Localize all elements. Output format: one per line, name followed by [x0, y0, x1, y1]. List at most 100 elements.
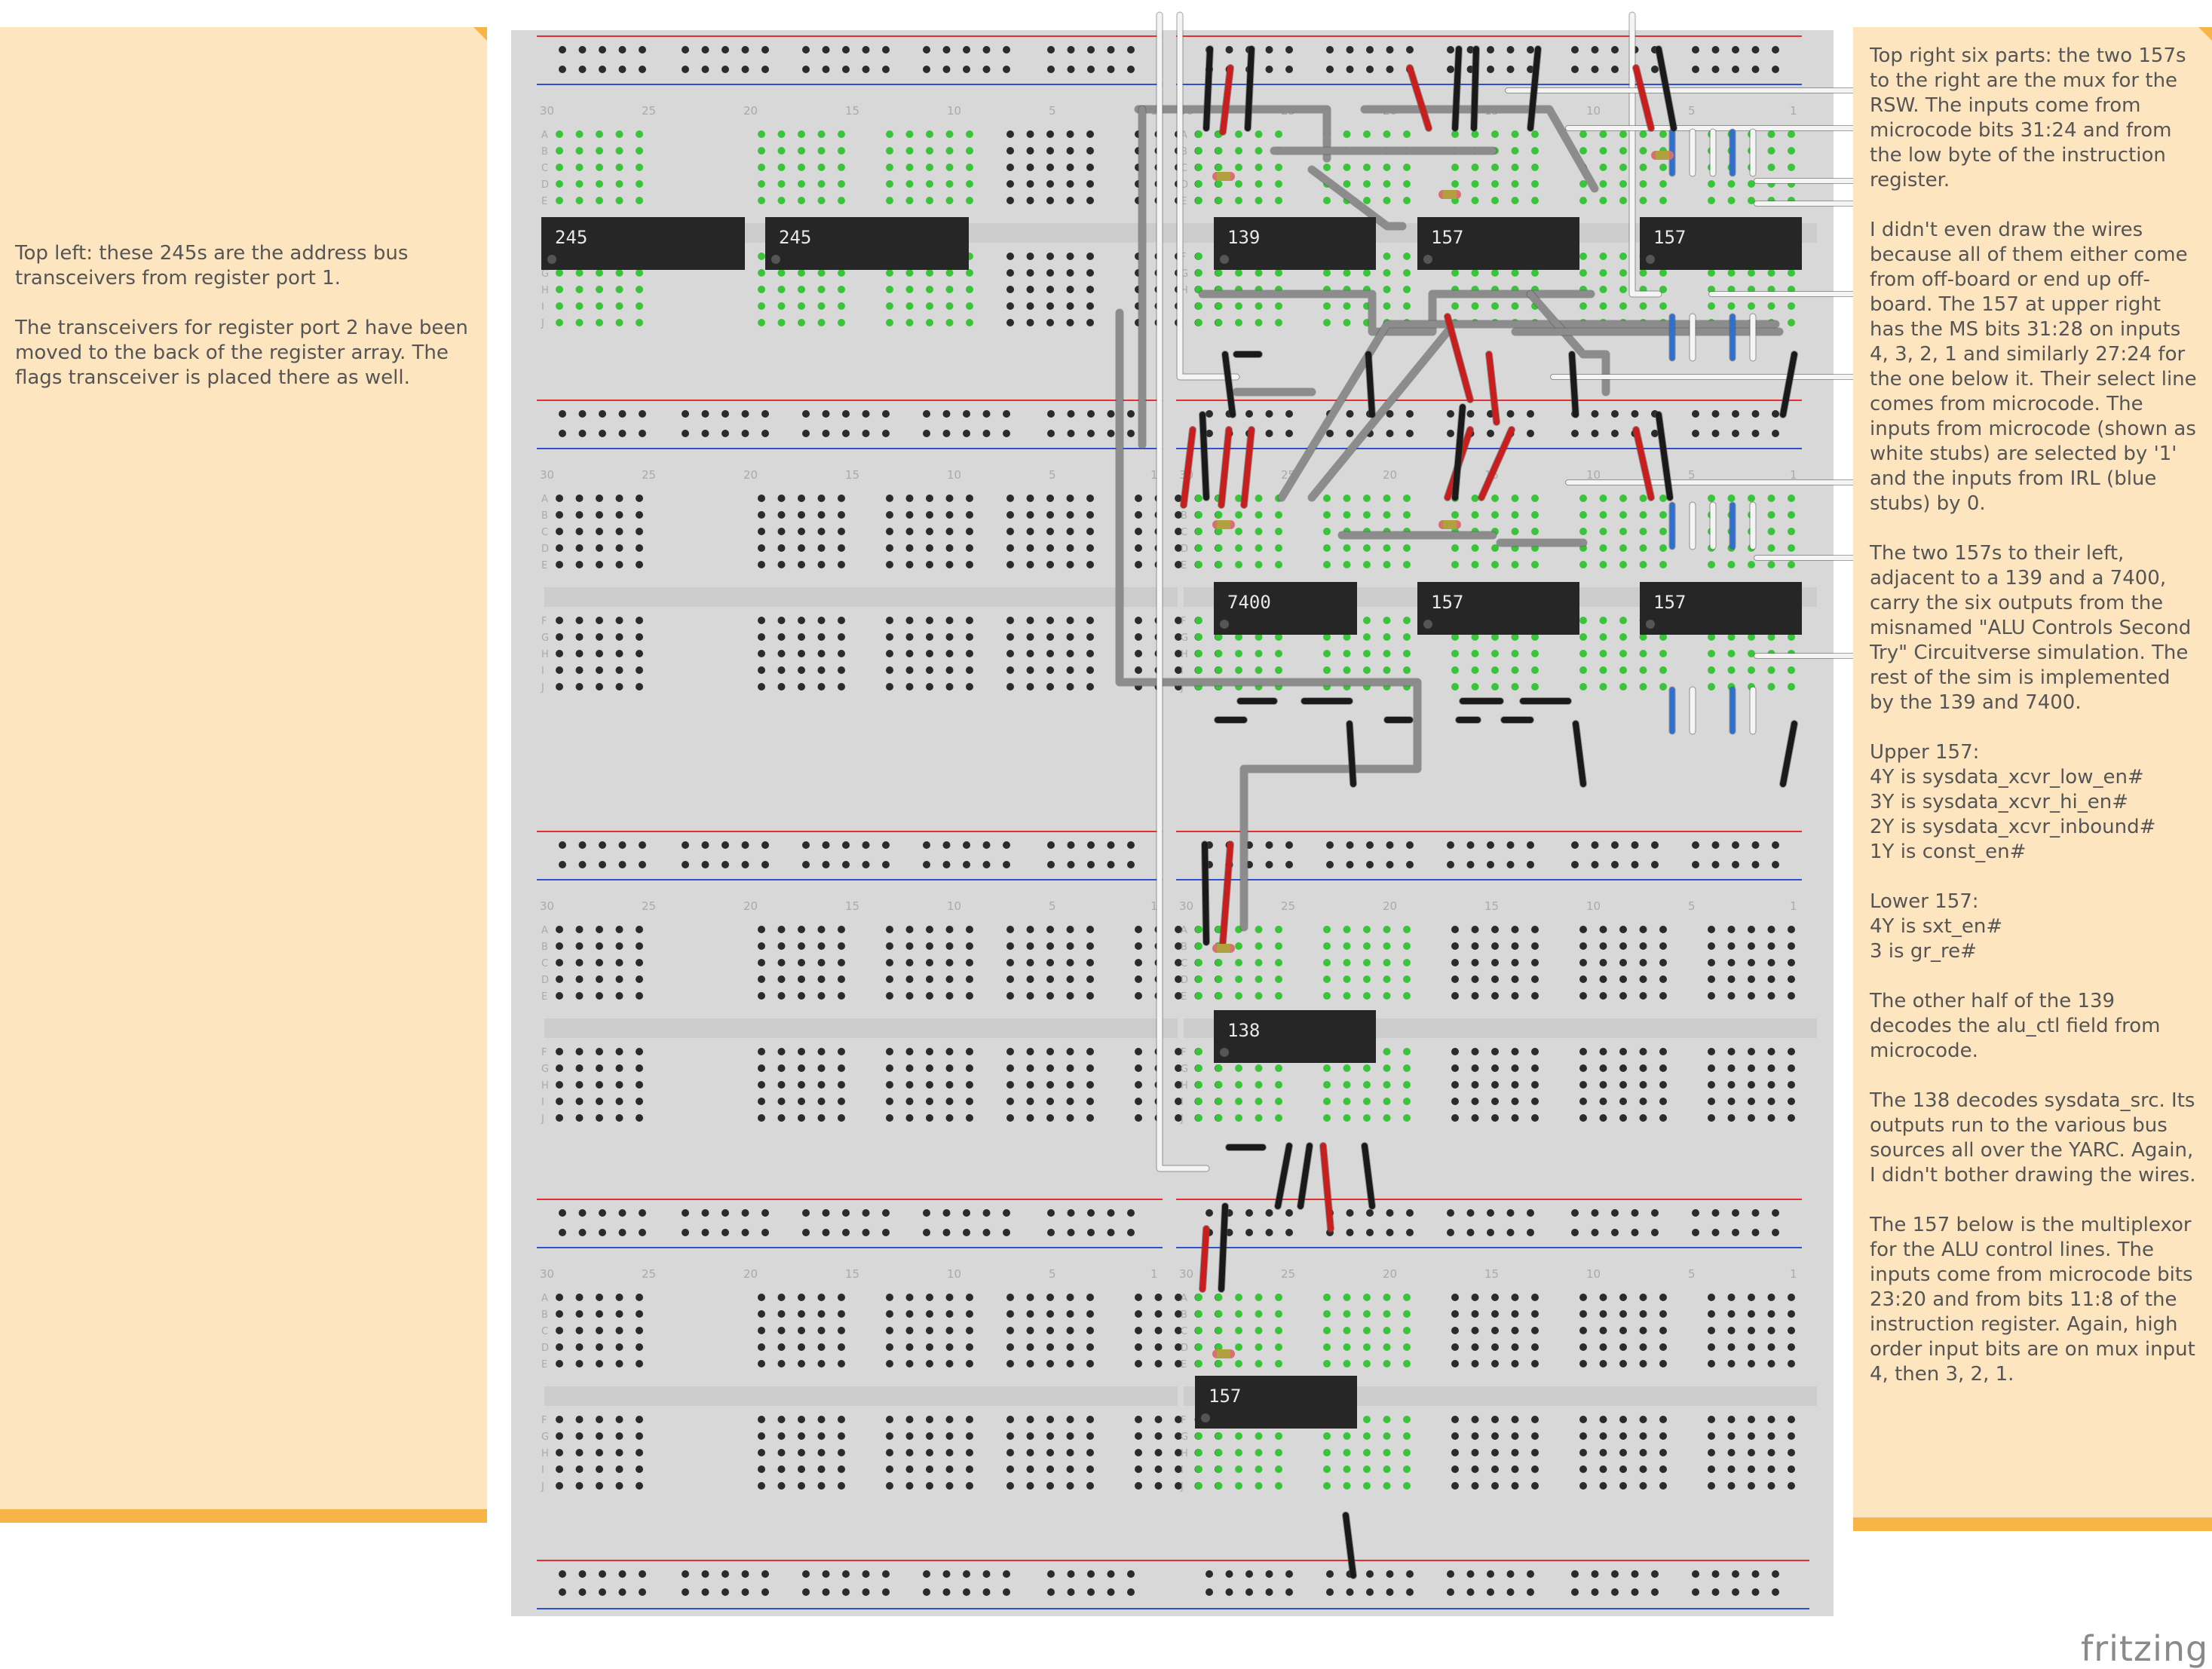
- breadboard-hole: [1639, 180, 1647, 188]
- breadboard-hole: [1471, 1098, 1479, 1105]
- breadboard-hole: [1275, 528, 1282, 535]
- breadboard-hole: [1175, 1360, 1182, 1367]
- breadboard-hole: [817, 319, 826, 326]
- breadboard-hole: [1511, 197, 1519, 204]
- breadboard-hole: [1343, 1432, 1351, 1440]
- breadboard-hole: [905, 511, 914, 519]
- breadboard-hole: [1215, 561, 1223, 568]
- breadboard-hole: [1708, 1449, 1715, 1456]
- breadboard-hole: [1767, 1449, 1775, 1456]
- rail-hole: [559, 46, 566, 54]
- breadboard-hole: [1748, 1114, 1755, 1122]
- rail-hole: [1225, 46, 1233, 54]
- breadboard-hole: [758, 1310, 765, 1318]
- breadboard-hole: [966, 511, 973, 519]
- breadboard-hole: [1511, 1416, 1519, 1423]
- rail-hole: [578, 46, 587, 54]
- rail-hole: [923, 841, 930, 849]
- rail-hole: [761, 1209, 769, 1217]
- breadboard-hole: [1451, 1098, 1459, 1105]
- rail-hole: [1772, 1588, 1779, 1596]
- breadboard-hole: [1026, 633, 1034, 641]
- breadboard-hole: [1639, 528, 1647, 535]
- breadboard-hole: [1235, 319, 1242, 326]
- breadboard-hole: [1403, 1432, 1411, 1440]
- breadboard-hole: [886, 1081, 893, 1089]
- breadboard-hole: [1491, 1310, 1499, 1318]
- breadboard-hole: [1343, 1482, 1351, 1490]
- breadboard-hole: [758, 130, 765, 138]
- breadboard-hole: [1511, 511, 1519, 519]
- rail-hole: [1346, 1588, 1354, 1596]
- breadboard-hole: [945, 975, 954, 983]
- breadboard-hole: [1343, 650, 1351, 657]
- rail-hole: [842, 861, 850, 868]
- breadboard-hole: [1531, 1482, 1539, 1490]
- breadboard-hole: [1255, 1327, 1263, 1334]
- breadboard-hole: [1006, 302, 1014, 310]
- chip-245-a-pin1-marker: [547, 255, 556, 264]
- breadboard-hole: [1619, 511, 1627, 519]
- breadboard-hole: [798, 319, 805, 326]
- rail-hole: [1571, 430, 1579, 437]
- breadboard-hole: [1175, 1327, 1182, 1334]
- breadboard-hole: [636, 286, 643, 293]
- breadboard-hole: [1046, 319, 1054, 326]
- breadboard-hole: [1639, 926, 1647, 933]
- breadboard-hole: [758, 1114, 765, 1122]
- breadboard-hole: [1531, 975, 1539, 983]
- rail-hole: [802, 1229, 810, 1236]
- rail-hole: [1527, 1588, 1534, 1596]
- chip-138-body: [1214, 1010, 1376, 1063]
- breadboard-hole: [1135, 650, 1142, 657]
- rail-hole: [1611, 46, 1619, 54]
- breadboard-hole: [817, 511, 826, 519]
- rail-hole: [1466, 410, 1475, 418]
- rail-hole: [1506, 66, 1515, 73]
- breadboard-hole: [1403, 1048, 1411, 1055]
- breadboard-hole: [1727, 1449, 1736, 1456]
- right-annotation-note: Top right six parts: the two 157s to the…: [1853, 27, 2212, 1531]
- breadboard-hole: [1135, 1081, 1142, 1089]
- rail-hole: [1571, 841, 1579, 849]
- breadboard-hole: [575, 319, 584, 326]
- rail-hole: [963, 861, 970, 868]
- breadboard-hole: [1195, 1098, 1203, 1105]
- rail-hole: [1692, 1229, 1699, 1236]
- breadboard-hole: [1531, 926, 1539, 933]
- breadboard-hole: [1491, 1064, 1499, 1072]
- note-fold-corner: [2198, 27, 2212, 41]
- breadboard-hole: [1619, 617, 1627, 624]
- breadboard-hole: [1006, 1310, 1014, 1318]
- breadboard-hole: [1235, 1465, 1242, 1473]
- breadboard-hole: [758, 633, 765, 641]
- breadboard-hole: [1748, 1081, 1755, 1089]
- chip-157-lower-right-pin1-marker: [1646, 620, 1655, 629]
- breadboard-hole: [838, 1310, 845, 1318]
- breadboard-hole: [1026, 1310, 1034, 1318]
- breadboard-hole: [1451, 926, 1459, 933]
- breadboard-hole: [1086, 1098, 1094, 1105]
- breadboard-hole: [1255, 1064, 1263, 1072]
- breadboard-hole: [1579, 197, 1587, 204]
- breadboard-hole: [1767, 164, 1775, 171]
- breadboard-hole: [945, 197, 954, 204]
- rail-hole: [963, 66, 970, 73]
- breadboard-hole: [1708, 633, 1715, 641]
- rail-hole: [1631, 861, 1639, 868]
- breadboard-hole: [1727, 1294, 1736, 1301]
- breadboard-hole: [1659, 1343, 1667, 1351]
- breadboard-hole: [777, 1064, 786, 1072]
- breadboard-hole: [1195, 253, 1203, 260]
- breadboard-hole: [1006, 561, 1014, 568]
- breadboard-hole: [1491, 1343, 1499, 1351]
- breadboard-hole: [758, 147, 765, 155]
- breadboard-hole: [1343, 959, 1351, 966]
- breadboard-hole: [1659, 1416, 1667, 1423]
- rail-hole: [1087, 410, 1095, 418]
- rail-hole: [882, 66, 890, 73]
- row-letter: F: [1181, 1415, 1186, 1426]
- breadboard-hole: [1599, 633, 1607, 641]
- breadboard-hole: [1767, 992, 1775, 1000]
- rail-hole: [1067, 1229, 1075, 1236]
